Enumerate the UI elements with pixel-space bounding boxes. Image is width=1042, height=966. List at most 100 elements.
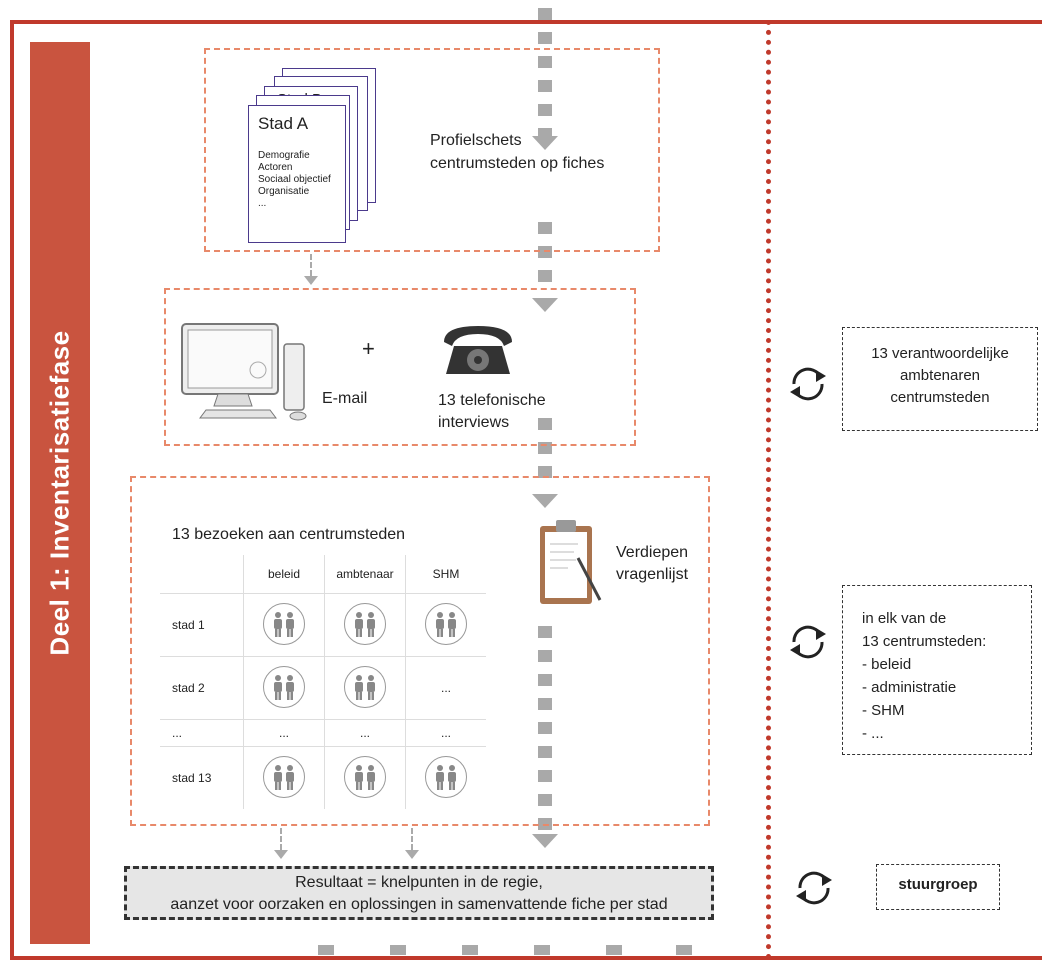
- visits-box: [130, 476, 710, 826]
- result-box: [124, 866, 714, 920]
- arrow-head: [532, 136, 558, 150]
- questionnaire-label-2: vragenlijst: [616, 566, 689, 583]
- row-header: ...: [160, 719, 244, 747]
- row-header: stad 13: [160, 746, 244, 809]
- small-arrow: [411, 828, 413, 850]
- people-icon: [425, 755, 467, 798]
- city-line: - SHM: [862, 702, 905, 719]
- arrow-segment: [538, 698, 552, 710]
- result-line-1: Resultaat = knelpunten in de regie,: [295, 874, 543, 891]
- arrow-segment: [538, 466, 552, 478]
- computer-icon: [181, 323, 307, 421]
- right-frame-top: [770, 20, 1042, 24]
- small-arrow-head: [405, 850, 419, 859]
- fiche-line: Demografie: [258, 150, 310, 161]
- arrow-segment: [534, 945, 550, 955]
- questionnaire-label-1: Verdiepen: [616, 544, 689, 561]
- city-line: 13 centrumsteden:: [862, 633, 987, 650]
- responsible-text: 13 verantwoordelijke ambtenaren centrums…: [842, 343, 1038, 409]
- result-line-2: aanzet voor oorzaken en oplossingen in s…: [170, 896, 668, 913]
- arrow-segment: [538, 104, 552, 116]
- phase-sidebar: [30, 42, 90, 944]
- arrow-segment: [538, 418, 552, 430]
- arrow-segment: [538, 746, 552, 758]
- city-line: - beleid: [862, 656, 912, 673]
- people-icon: [425, 602, 467, 645]
- people-icon: [263, 755, 305, 798]
- column-header: SHM: [405, 555, 486, 594]
- arrow-segment: [538, 722, 552, 734]
- small-arrow: [280, 828, 282, 850]
- people-icon: [344, 755, 386, 798]
- arrow-segment: [538, 626, 552, 638]
- matrix-cell: ...: [405, 656, 486, 720]
- profile-box: [204, 48, 660, 252]
- cycle-icon: [790, 367, 826, 401]
- arrow-segment: [390, 945, 406, 955]
- fiche-a-lines: Demografie Actoren Sociaal objectief Org…: [258, 150, 331, 210]
- people-icon: [344, 665, 386, 708]
- column-header: ambtenaar: [324, 555, 406, 594]
- people-icon: [263, 665, 305, 708]
- arrow-segment: [318, 945, 334, 955]
- row-header: stad 2: [160, 656, 244, 720]
- matrix-corner: [160, 555, 244, 594]
- arrow-head: [532, 494, 558, 508]
- small-arrow-head: [304, 276, 318, 285]
- arrow-segment: [538, 56, 552, 68]
- responsible-box: [842, 327, 1038, 431]
- contact-box: [164, 288, 636, 446]
- responsible-line: 13 verantwoordelijke: [871, 345, 1009, 362]
- arrow-segment: [538, 32, 552, 44]
- arrow-segment: [538, 80, 552, 92]
- arrow-segment: [538, 674, 552, 686]
- arrow-segment: [538, 270, 552, 282]
- arrow-segment: [538, 8, 552, 20]
- column-header: beleid: [243, 555, 325, 594]
- arrow-head: [532, 834, 558, 848]
- phone-label-1: 13 telefonische: [438, 392, 546, 409]
- telephone-icon: [444, 326, 512, 374]
- responsible-line: centrumsteden: [890, 389, 990, 406]
- arrow-segment: [676, 945, 692, 955]
- small-arrow-head: [274, 850, 288, 859]
- arrow-segment: [538, 246, 552, 258]
- city-line: - administratie: [862, 679, 957, 696]
- arrow-segment: [538, 650, 552, 662]
- profile-caption-1: Profielschets: [430, 132, 522, 149]
- city-box: [842, 585, 1032, 755]
- fiche-a-title: Stad A: [258, 114, 309, 133]
- visits-matrix: beleid ambtenaar SHM stad 1 stad 2 ... .…: [160, 555, 486, 809]
- arrow-segment: [462, 945, 478, 955]
- city-line: - ...: [862, 725, 884, 742]
- email-label: E-mail: [322, 390, 368, 407]
- arrow-segment: [606, 945, 622, 955]
- right-frame-bottom: [770, 956, 1042, 960]
- fiche-line: Organisatie: [258, 186, 310, 197]
- clipboard-icon: [540, 520, 602, 604]
- fiche-page-a: Stad A Demografie Actoren Sociaal object…: [248, 105, 346, 243]
- arrow-head: [532, 298, 558, 312]
- arrow-segment: [538, 770, 552, 782]
- steering-label: stuurgroep: [898, 876, 978, 893]
- matrix-cell: ...: [324, 719, 406, 747]
- steering-box: [876, 864, 1000, 910]
- column-divider: [766, 20, 771, 960]
- people-icon: [263, 602, 305, 645]
- matrix-cell: ...: [405, 719, 486, 747]
- city-text: in elk van de 13 centrumsteden: - beleid…: [862, 607, 986, 745]
- phase-label: Deel 1: Inventarisatiefase: [44, 330, 75, 656]
- arrow-segment: [538, 222, 552, 234]
- profile-caption-2: centrumsteden op fiches: [430, 155, 605, 172]
- fiche-line: ...: [258, 198, 267, 209]
- left-frame: [10, 20, 770, 960]
- fiche-line: Sociaal objectief: [258, 174, 331, 185]
- people-icon: [344, 602, 386, 645]
- arrow-segment: [538, 794, 552, 806]
- visits-title: 13 bezoeken aan centrumsteden: [172, 526, 406, 543]
- phone-label-2: interviews: [438, 414, 510, 431]
- responsible-line: ambtenaren: [899, 367, 981, 384]
- row-header: stad 1: [160, 593, 244, 657]
- plus-sign: +: [362, 336, 375, 361]
- small-arrow: [310, 254, 312, 276]
